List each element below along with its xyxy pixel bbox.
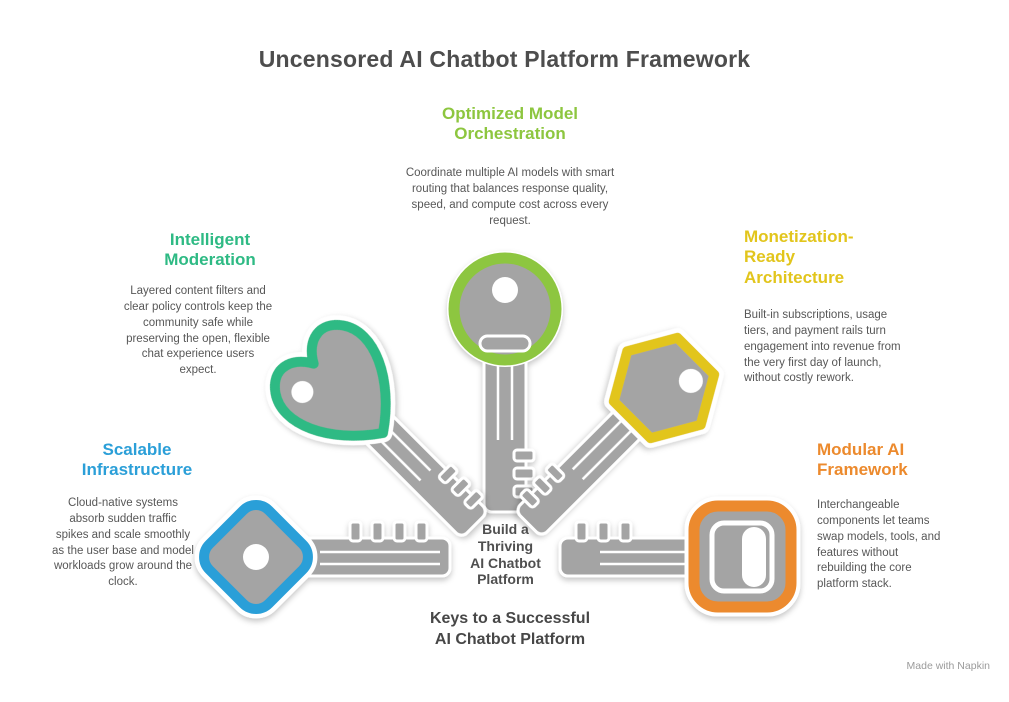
key-monetization-icon (516, 328, 724, 536)
page-title: Uncensored AI Chatbot Platform Framework (258, 46, 751, 72)
key-moderation-icon (265, 315, 487, 537)
body-scalable: Cloud-native systems absorb sudden traff… (52, 497, 194, 589)
key-orchestration-icon (447, 251, 563, 514)
heading-moderation: Intelligent Moderation (164, 230, 256, 270)
heading-modular: Modular AI Framework (817, 440, 908, 480)
bottom-caption: Keys to a Successful AI Chatbot Platform (429, 610, 591, 649)
body-orchestration: Coordinate multiple AI models with smart… (405, 167, 615, 227)
body-monetization: Built-in subscriptions, usage tiers, and… (744, 309, 901, 385)
body-modular: Interchangeable components let teams swa… (817, 499, 941, 591)
heading-orchestration: Optimized Model Orchestration (442, 104, 578, 144)
body-moderation: Layered content filters and clear policy… (123, 285, 273, 377)
heading-scalable: Scalable Infrastructure (81, 440, 193, 480)
key-modular-icon (558, 496, 801, 617)
attribution-label: Made with Napkin (906, 660, 990, 672)
center-statement: Build a Thriving AI Chatbot Platform (470, 521, 541, 588)
heading-monetization: Monetization- Ready Architecture (744, 227, 854, 287)
key-scalable-icon (194, 495, 452, 619)
